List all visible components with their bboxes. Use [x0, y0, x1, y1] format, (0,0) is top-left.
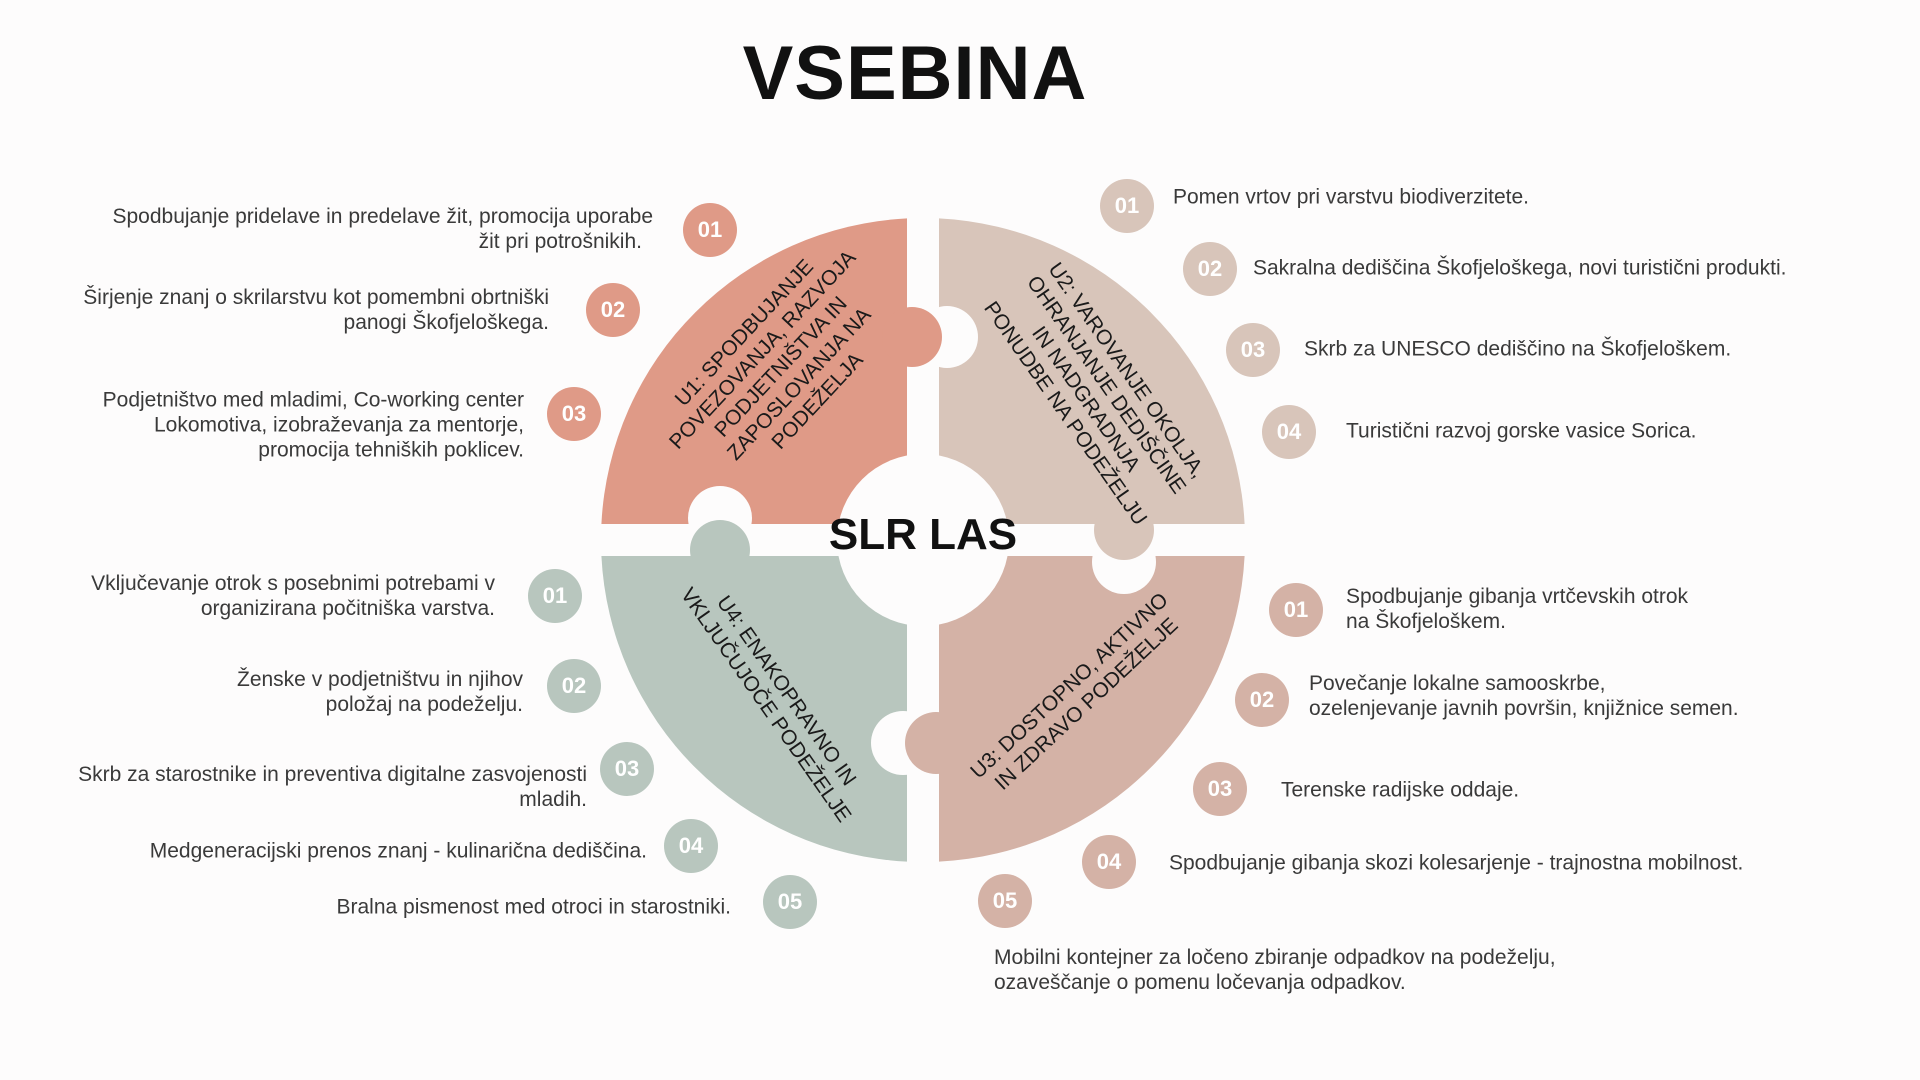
number-badge: 03: [547, 387, 601, 441]
u4-item-text: Vključevanje otrok s posebnimi potrebami…: [91, 572, 495, 620]
number-badge: 05: [978, 874, 1032, 928]
bump-u2: [1094, 500, 1154, 560]
number-badge: 02: [1183, 242, 1237, 296]
bump-u1: [882, 307, 942, 367]
bump-u3: [905, 712, 967, 774]
u4-item-text: Skrb za starostnike in preventiva digita…: [78, 763, 587, 811]
number-badge: 01: [683, 203, 737, 257]
u3-item-text: Povečanje lokalne samooskrbe,ozelenjevan…: [1309, 672, 1739, 720]
u1-item-text: Širjenje znanj o skrilarstvu kot pomembn…: [83, 286, 549, 334]
number-badge: 03: [1226, 323, 1280, 377]
u4-item-text: Bralna pismenost med otroci in starostni…: [336, 895, 732, 919]
u3-item-text: Spodbujanje gibanja skozi kolesarjenje -…: [1169, 851, 1744, 875]
quadrant-u4: [601, 556, 907, 862]
number-badge: 02: [586, 283, 640, 337]
u3-item-text: Mobilni kontejner za ločeno zbiranje odp…: [994, 946, 1556, 994]
u4-item-text: Medgeneracijski prenos znanj - kulinarič…: [149, 839, 647, 863]
quadrant-u3: [939, 556, 1245, 862]
center-circle: [837, 454, 1009, 626]
number-badge: 04: [1262, 405, 1316, 459]
u1-item-text: Podjetništvo med mladimi, Co-working cen…: [102, 388, 524, 462]
number-badge: 02: [547, 659, 601, 713]
number-badge: 05: [763, 875, 817, 929]
u2-item-text: Skrb za UNESCO dediščino na Škofjeloškem…: [1304, 337, 1732, 361]
quadrant-u2: [939, 218, 1245, 524]
number-badge: 04: [1082, 835, 1136, 889]
quadrant-u1: [601, 218, 907, 524]
u2-item-text: Sakralna dediščina Škofjeloškega, novi t…: [1253, 256, 1787, 280]
number-badge: 03: [600, 742, 654, 796]
center-label: SLR LAS: [828, 510, 1018, 559]
number-badge: 01: [1100, 179, 1154, 233]
number-badge: 03: [1193, 762, 1247, 816]
u2-item-text: Pomen vrtov pri varstvu biodiverzitete.: [1173, 185, 1529, 209]
u2-item-text: Turistični razvoj gorske vasice Sorica.: [1346, 419, 1697, 443]
bump-u4: [690, 520, 750, 580]
page-title: VSEBINA: [742, 31, 1088, 116]
u3-item-text: Terenske radijske oddaje.: [1281, 778, 1520, 802]
number-badge: 01: [528, 569, 582, 623]
number-badge: 04: [664, 819, 718, 873]
u1-item-text: Spodbujanje pridelave in predelave žit, …: [112, 205, 653, 253]
number-badge: 01: [1269, 583, 1323, 637]
number-badge: 02: [1235, 673, 1289, 727]
